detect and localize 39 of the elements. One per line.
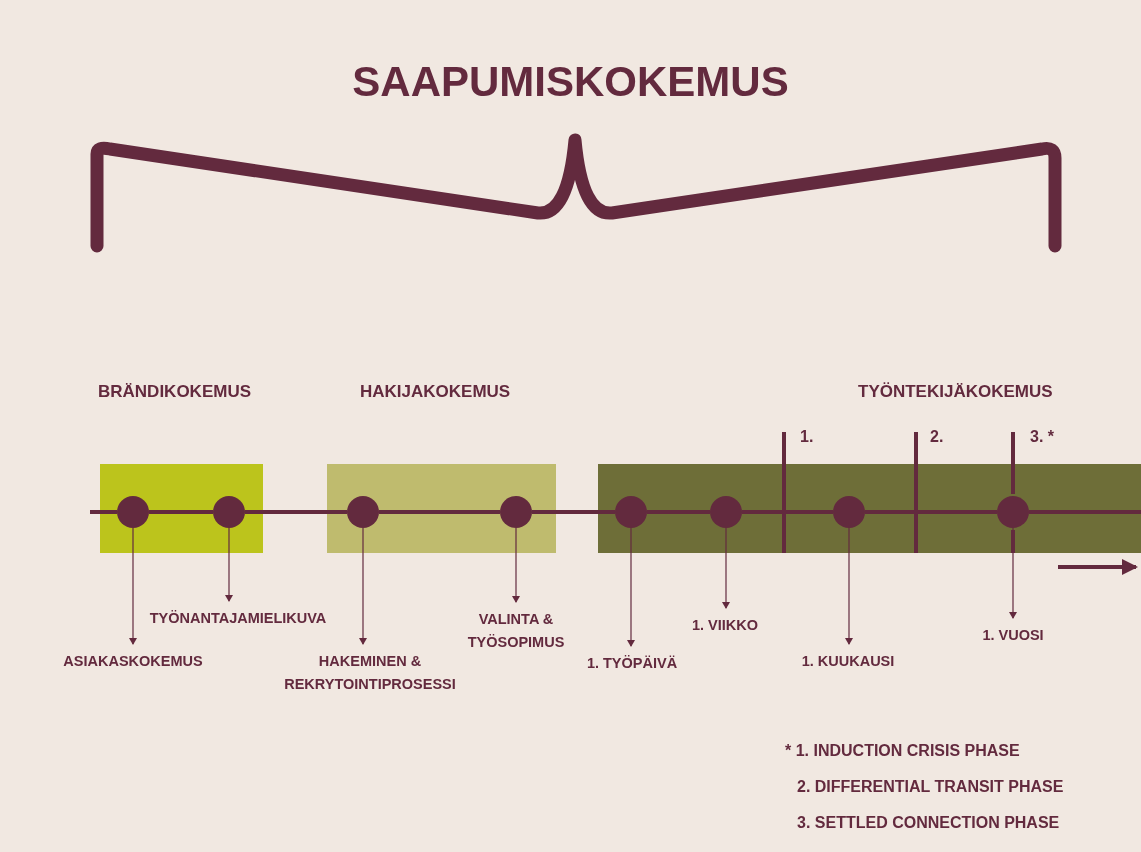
milestone-dot bbox=[997, 496, 1029, 528]
timeline-segment bbox=[532, 510, 615, 514]
milestone-dot bbox=[615, 496, 647, 528]
footnote-text: 3. SETTLED CONNECTION PHASE bbox=[797, 814, 1060, 832]
milestone-dot bbox=[833, 496, 865, 528]
milestone-label: 1. TYÖPÄIVÄ bbox=[572, 652, 692, 675]
footnote-text: 2. DIFFERENTIAL TRANSIT PHASE bbox=[797, 778, 1064, 796]
diagram-title: SAAPUMISKOKEMUS bbox=[351, 58, 790, 106]
timeline-segment bbox=[742, 510, 833, 514]
milestone-label: 1. VUOSI bbox=[963, 624, 1063, 647]
milestone-dot bbox=[500, 496, 532, 528]
leader-line bbox=[225, 527, 233, 602]
milestone-label: 1. VIIKKO bbox=[675, 614, 775, 637]
timeline-segment bbox=[149, 510, 213, 514]
milestone-label: ASIAKASKOKEMUS bbox=[43, 650, 223, 673]
timeline-segment bbox=[647, 510, 710, 514]
milestone-dot bbox=[347, 496, 379, 528]
timeline-segment bbox=[379, 510, 500, 514]
leader-line bbox=[512, 527, 520, 603]
leader-line bbox=[845, 527, 853, 645]
leader-line bbox=[627, 527, 635, 647]
timeline-segment bbox=[245, 510, 347, 514]
milestone-label: 1. KUUKAUSI bbox=[793, 650, 903, 673]
timeline-segment bbox=[865, 510, 997, 514]
leader-line bbox=[129, 527, 137, 645]
phase-heading: HAKIJAKOKEMUS bbox=[360, 382, 511, 402]
leader-line bbox=[359, 527, 367, 645]
milestone-dot bbox=[213, 496, 245, 528]
phase-heading: TYÖNTEKIJÄKOKEMUS bbox=[858, 382, 1053, 402]
milestone-dot bbox=[117, 496, 149, 528]
phase-heading: BRÄNDIKOKEMUS bbox=[98, 382, 251, 402]
leader-line bbox=[1009, 527, 1017, 619]
phase-number: 1. bbox=[800, 428, 814, 446]
phase-number: 2. bbox=[930, 428, 944, 446]
milestone-label: TYÖNANTAJAMIELIKUVA bbox=[128, 607, 348, 630]
milestone-dot bbox=[710, 496, 742, 528]
phase-number: 3. * bbox=[1030, 428, 1054, 446]
leader-line bbox=[722, 527, 730, 609]
footnote-text: * 1. INDUCTION CRISIS PHASE bbox=[785, 742, 1020, 760]
